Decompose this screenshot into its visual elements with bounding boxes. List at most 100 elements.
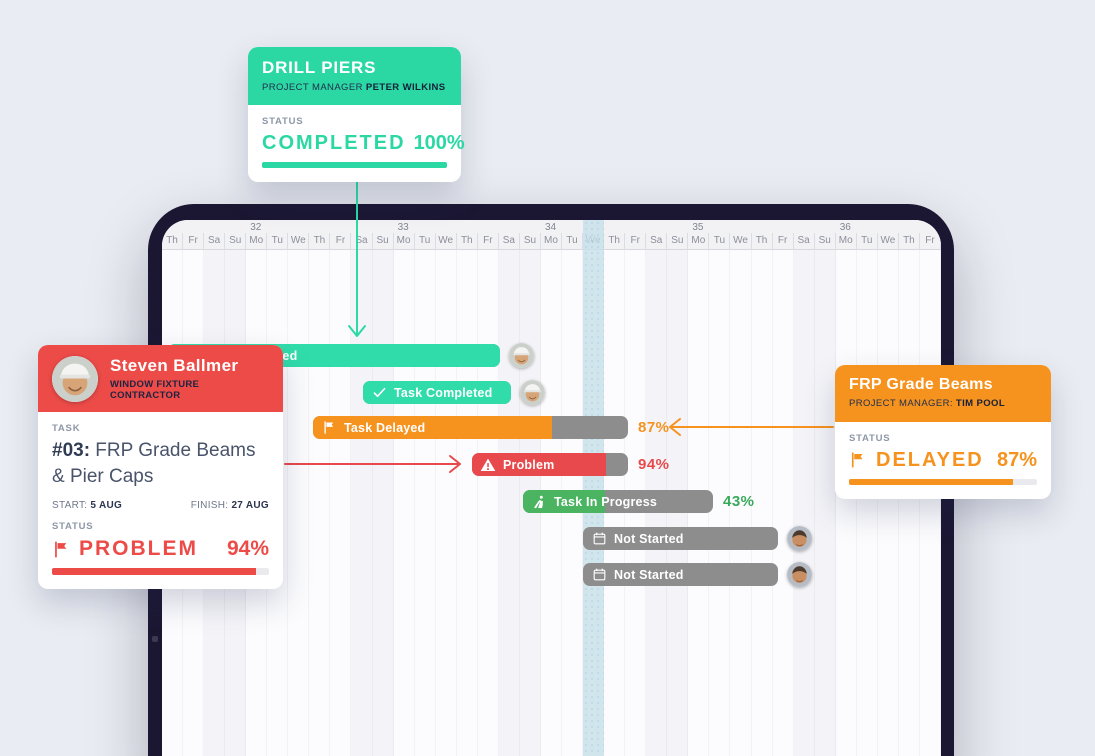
task-bar-remainder [583, 527, 778, 550]
day-header-cell: Sa [646, 233, 668, 250]
day-header-cell: Sa [499, 233, 520, 250]
assignee-avatar[interactable] [787, 526, 812, 551]
day-header-cell: We [730, 233, 752, 250]
task-percent-label: 87% [638, 419, 670, 436]
day-header-cell: Mo [836, 233, 857, 250]
day-header-cell: Fr [330, 233, 352, 250]
flag-icon [52, 540, 71, 559]
status-percent: 87% [996, 449, 1037, 471]
day-header-cell: Fr [478, 233, 499, 250]
task-title: #03: FRP Grade Beams & Pier Caps [52, 438, 269, 490]
worker-icon [531, 494, 547, 510]
task-bar-label: Not Started [614, 531, 684, 546]
task-bar-label: Problem [503, 457, 555, 472]
grid-column [414, 250, 436, 756]
day-header-cell: Fr [920, 233, 941, 250]
task-bar-in-progress[interactable]: Task In Progress 43% [523, 490, 754, 513]
finish-date: FINISH: 27 AUG [191, 500, 269, 511]
assignee-avatar[interactable] [509, 343, 534, 368]
day-header-cell: Sa [204, 233, 226, 250]
status-row: COMPLETED 100% [262, 132, 465, 155]
drill-piers-popup-card: DRILL PIERS PROJECT MANAGER PETER WILKIN… [248, 47, 465, 182]
start-date: START: 5 AUG [52, 500, 122, 511]
calendar-icon [591, 567, 607, 583]
card-title: FRP Grade Beams [849, 376, 993, 393]
task-bar-fill [363, 381, 511, 404]
grid-column [456, 250, 478, 756]
day-header-cell: Th [899, 233, 920, 250]
status-label: STATUS [262, 116, 304, 127]
task-bar-label-row: Task In Progress [523, 490, 713, 513]
status-label: STATUS [52, 521, 94, 532]
progress-bar [262, 162, 447, 168]
progress-bar-fill [52, 568, 256, 575]
grid-column [772, 250, 794, 756]
task-bar-not-started-1[interactable]: Not Started [583, 526, 812, 551]
contractor-card-header: Steven Ballmer WINDOW FIXTURE CONTRACTOR [38, 345, 283, 412]
manager-name: TIM POOL [955, 398, 1006, 409]
day-header-cell: Th [604, 233, 626, 250]
drill-piers-card-header: DRILL PIERS PROJECT MANAGER PETER WILKIN… [248, 47, 461, 105]
task-bar-label-row: Task Delayed [313, 416, 628, 439]
day-header-cell: Tu [562, 233, 584, 250]
status-row: DELAYED 87% [849, 449, 1037, 472]
manager-label: PROJECT MANAGER [262, 82, 363, 93]
day-header-cell: We [288, 233, 310, 250]
card-subtitle: PROJECT MANAGER PETER WILKINS [262, 82, 447, 93]
drill-piers-card-body: STATUS COMPLETED 100% [248, 105, 465, 182]
day-header-cell: Tu [857, 233, 878, 250]
task-bar-label: Task Delayed [344, 420, 426, 435]
grid-column [309, 250, 331, 756]
check-icon [371, 385, 387, 401]
day-header-cell: Mo [541, 233, 563, 250]
task-bar-fill [472, 453, 607, 476]
day-header-cell: We [436, 233, 457, 250]
day-header-cell: Su [667, 233, 689, 250]
progress-bar [52, 568, 269, 575]
day-header-cell: Su [373, 233, 394, 250]
tablet-camera-dot [152, 636, 158, 642]
grid-column [793, 250, 815, 756]
day-header-cell: Sa [351, 233, 373, 250]
task-percent-label: 43% [723, 493, 755, 510]
grid-column [330, 250, 352, 756]
grid-column [751, 250, 773, 756]
week-number-label: 36 [839, 222, 851, 233]
contractor-name: Steven Ballmer [110, 356, 239, 375]
week-number-label: 34 [544, 222, 557, 233]
task-bar-label-row: Problem [472, 453, 628, 476]
task-bar-label: Not Started [614, 567, 684, 582]
assignee-avatar[interactable] [787, 562, 812, 587]
day-header-cell: Tu [709, 233, 731, 250]
grid-column [730, 250, 752, 756]
frp-card-body: STATUS DELAYED 87% [835, 422, 1051, 499]
status-label: STATUS [849, 433, 891, 444]
progress-bar [849, 479, 1037, 485]
day-header-cell: We [878, 233, 899, 250]
day-header-cell: Mo [246, 233, 268, 250]
task-bar-label-row: Task Completed [363, 381, 511, 404]
task-bar-label: Task In Progress [554, 494, 658, 509]
task-bar-delayed[interactable]: Task Delayed 87% [313, 416, 669, 439]
dates-row: START: 5 AUG FINISH: 27 AUG [52, 500, 269, 511]
grid-column [814, 250, 836, 756]
grid-column [477, 250, 499, 756]
contractor-role: WINDOW FIXTURE CONTRACTOR [110, 379, 200, 401]
task-label: TASK [52, 423, 81, 434]
calendar-icon [591, 531, 607, 547]
status-row: PROBLEM 94% [52, 537, 269, 561]
day-header-cell: Sa [794, 233, 815, 250]
grid-column [393, 250, 415, 756]
day-header-cell: Th [309, 233, 331, 250]
status-percent: 100% [413, 132, 465, 154]
day-header-cell: Fr [773, 233, 794, 250]
assignee-avatar[interactable] [520, 380, 545, 405]
day-header-cell: Th [752, 233, 773, 250]
contractor-popup-card: Steven Ballmer WINDOW FIXTURE CONTRACTOR… [38, 345, 283, 589]
day-header-cell: Fr [183, 233, 205, 250]
task-bar-completed-2[interactable]: Task Completed [363, 380, 545, 405]
task-bar-not-started-2[interactable]: Not Started [583, 562, 812, 587]
